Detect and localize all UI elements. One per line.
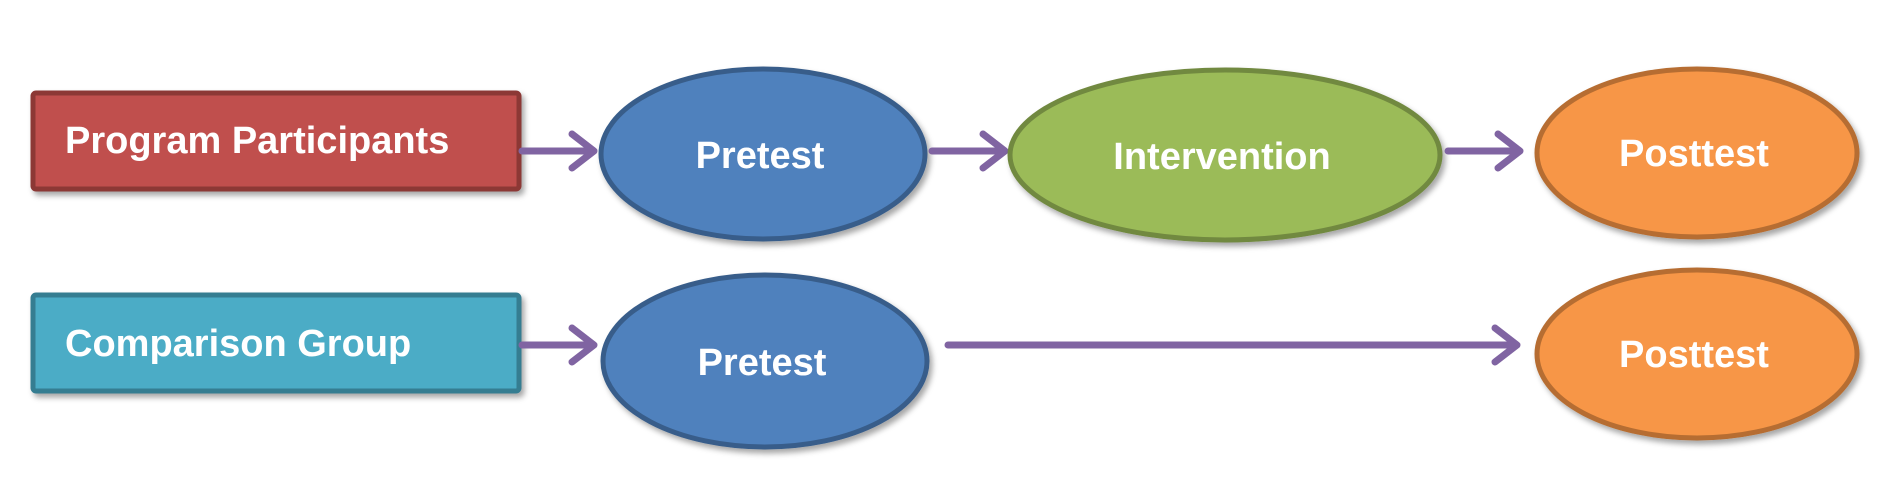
posttest-ellipse-participants: [1534, 66, 1860, 240]
pretest-ellipse-participants: [598, 66, 928, 242]
arrowhead-comparison-to-pretest: [568, 324, 598, 366]
posttest-label-participants: Posttest: [1619, 133, 1769, 175]
comparison-group-box: [30, 292, 522, 394]
comparison-group-label: Comparison Group: [65, 323, 411, 365]
posttest-label-comparison: Posttest: [1619, 334, 1769, 376]
row-comparison-group: Comparison Group Pretest Posttest: [30, 267, 1860, 450]
intervention-label: Intervention: [1113, 136, 1330, 178]
pretest-ellipse-comparison: [600, 272, 930, 450]
arrowhead-participants-to-pretest: [568, 130, 598, 172]
arrowhead-pretest-to-intervention: [979, 130, 1009, 172]
program-participants-label: Program Participants: [65, 120, 449, 162]
pretest-label-comparison: Pretest: [698, 342, 827, 384]
program-participants-box: [30, 90, 522, 192]
arrowhead-intervention-to-posttest: [1494, 130, 1524, 172]
arrowhead-pretest-to-posttest-comparison: [1491, 324, 1521, 366]
row-program-participants: Program Participants Pretest Interventio…: [30, 66, 1860, 243]
pretest-label-participants: Pretest: [696, 135, 825, 177]
intervention-ellipse: [1007, 67, 1443, 243]
posttest-ellipse-comparison: [1534, 267, 1860, 441]
